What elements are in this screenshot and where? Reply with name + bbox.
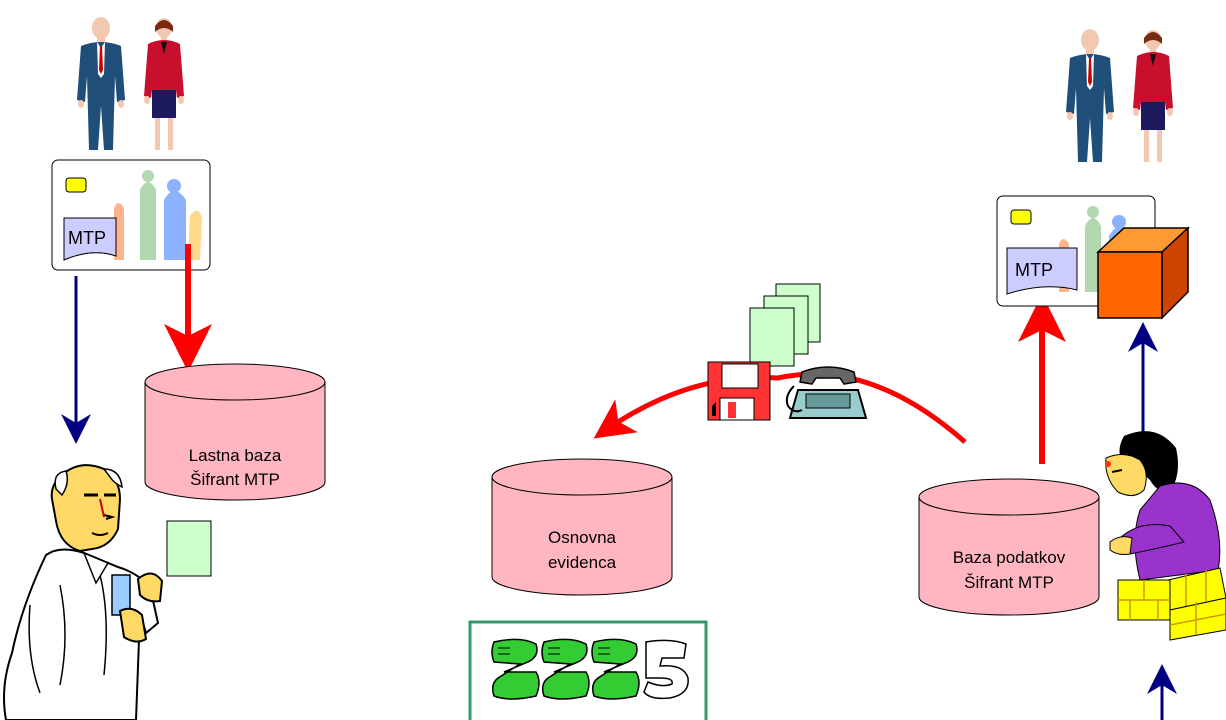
businessman-icon	[1066, 29, 1114, 162]
businessman-icon	[77, 17, 125, 150]
document-icon	[166, 520, 212, 577]
transfer-curve-arrow	[593, 371, 967, 444]
operator-icon	[1105, 431, 1226, 641]
own-database: Lastna baza Šifrant MTP	[144, 363, 326, 501]
card-mtp-label: MTP	[1015, 260, 1053, 280]
businesswoman-icon	[144, 18, 184, 150]
own-database-line2: Šifrant MTP	[190, 470, 280, 489]
main-database: Baza podatkov Šifrant MTP	[918, 478, 1100, 616]
floppy-disk-icon	[707, 361, 771, 421]
basic-register-line1: Osnovna	[548, 528, 617, 547]
doctor-icon	[3, 464, 164, 720]
card-mtp-label: MTP	[68, 228, 106, 248]
card-mtp-tag: MTP	[63, 217, 117, 261]
logo-icon	[468, 620, 708, 720]
main-database-line1: Baza podatkov	[953, 548, 1066, 567]
own-database-line1: Lastna baza	[189, 446, 282, 465]
basic-register-database: Osnovna evidenca	[491, 458, 673, 596]
card-mtp-tag: MTP	[1006, 247, 1078, 295]
telephone-icon	[785, 366, 868, 419]
document-stack-icon	[749, 283, 821, 367]
package-box-icon	[1096, 226, 1190, 320]
basic-register-line2: evidenca	[548, 553, 617, 572]
businesswoman-icon	[1133, 30, 1173, 162]
main-database-line2: Šifrant MTP	[964, 573, 1054, 592]
